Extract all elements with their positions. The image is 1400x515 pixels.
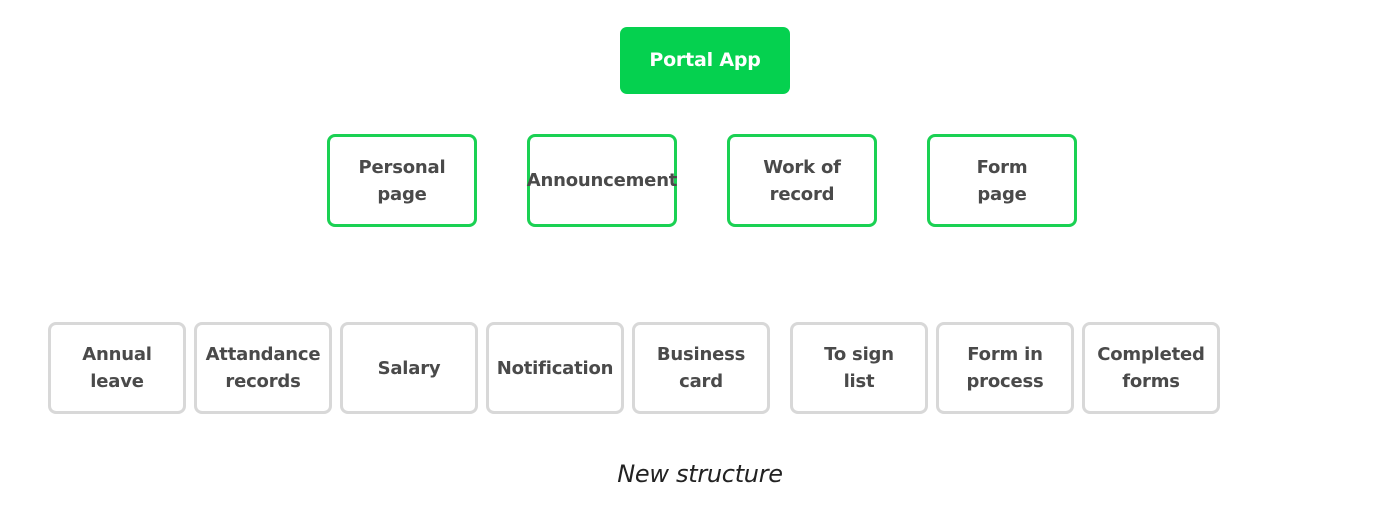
attendance-records-node: Attandance records xyxy=(194,322,332,414)
to-sign-list-node: To sign list xyxy=(790,322,928,414)
personal-page-node: Personal page xyxy=(327,134,477,227)
business-card-node: Business card xyxy=(632,322,770,414)
form-in-process-node: Form in process xyxy=(936,322,1074,414)
diagram-caption: New structure xyxy=(617,460,783,488)
portal-app-node: Portal App xyxy=(620,27,790,94)
announcement-node: Announcement xyxy=(527,134,677,227)
form-page-node: Form page xyxy=(927,134,1077,227)
salary-node: Salary xyxy=(340,322,478,414)
work-of-record-node: Work of record xyxy=(727,134,877,227)
annual-leave-node: Annual leave xyxy=(48,322,186,414)
completed-forms-node: Completed forms xyxy=(1082,322,1220,414)
notification-node: Notification xyxy=(486,322,624,414)
